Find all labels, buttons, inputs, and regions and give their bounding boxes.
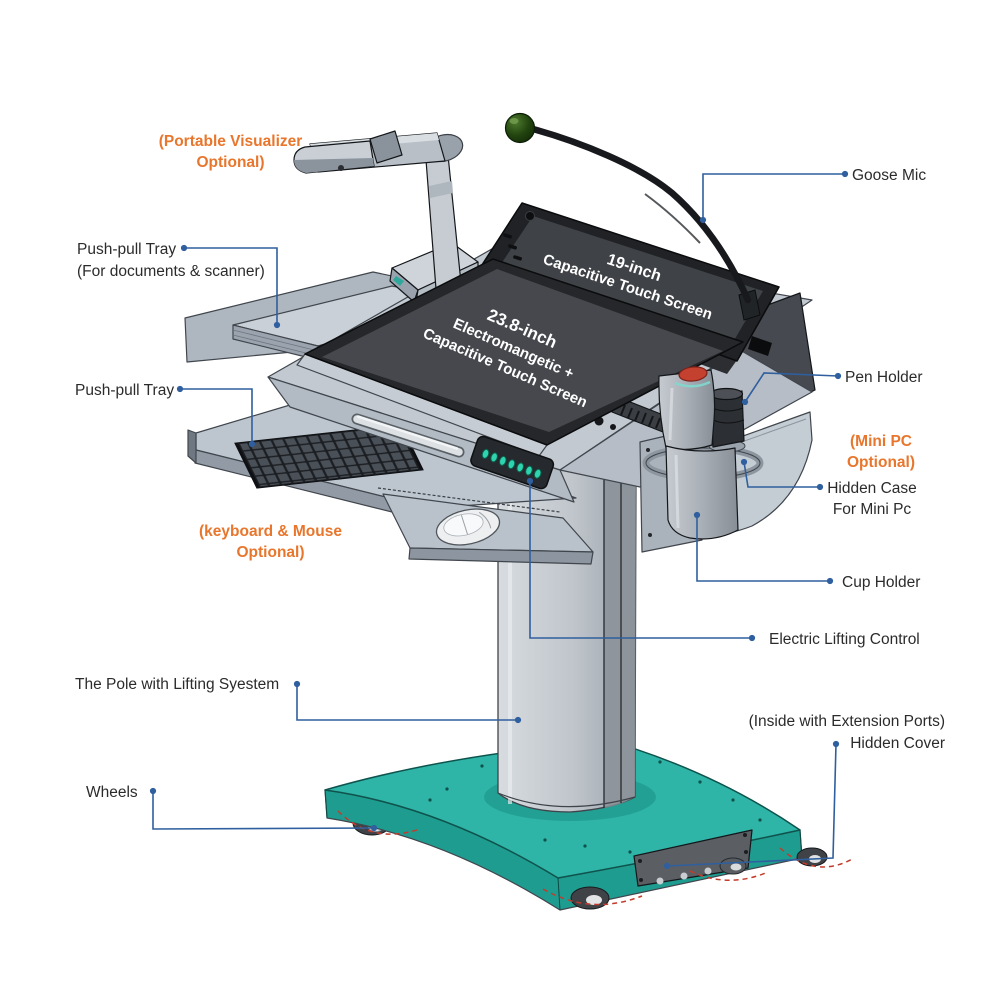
label-extension-ports: (Inside with Extension Ports) [748, 713, 945, 730]
cup-graphic [658, 366, 739, 540]
label-cup-holder: Cup Holder [842, 574, 921, 591]
label-wheels: Wheels [86, 784, 138, 801]
label-portable-visualizer: (Portable Visualizer Optional) [158, 133, 303, 171]
leader-lines [149, 170, 849, 870]
label-goose-mic: Goose Mic [852, 167, 927, 184]
label-pole: The Pole with Lifting Syestem [75, 676, 280, 693]
label-hidden-cover: Hidden Cover [850, 735, 945, 752]
keyboard-tray-graphic [187, 401, 594, 565]
keyboard-graphic [234, 424, 424, 489]
label-push-pull-tray-keyboard: Push-pull Tray [75, 382, 175, 399]
label-pen-holder: Pen Holder [845, 369, 923, 386]
label-electric-lifting-control: Electric Lifting Control [769, 631, 920, 648]
label-mini-pc-optional: (Mini PC Optional) [846, 433, 916, 471]
label-hidden-case: Hidden Case For Mini Pc [827, 480, 917, 518]
handle-graphic [351, 413, 465, 458]
goose-mic-graphic [504, 112, 761, 321]
camera-icon [525, 211, 535, 221]
label-push-pull-tray-documents: Push-pull Tray (For documents & scanner) [77, 241, 265, 280]
front-apron [267, 376, 575, 503]
mouse-graphic [435, 508, 501, 546]
label-keyboard-mouse-optional: (keyboard & Mouse Optional) [199, 523, 342, 561]
led-panel-graphic [470, 435, 555, 490]
main-screen: 23.8-inch Electromangetic + Capacitive T… [296, 258, 744, 457]
wheel-swivel-marks [337, 810, 855, 906]
